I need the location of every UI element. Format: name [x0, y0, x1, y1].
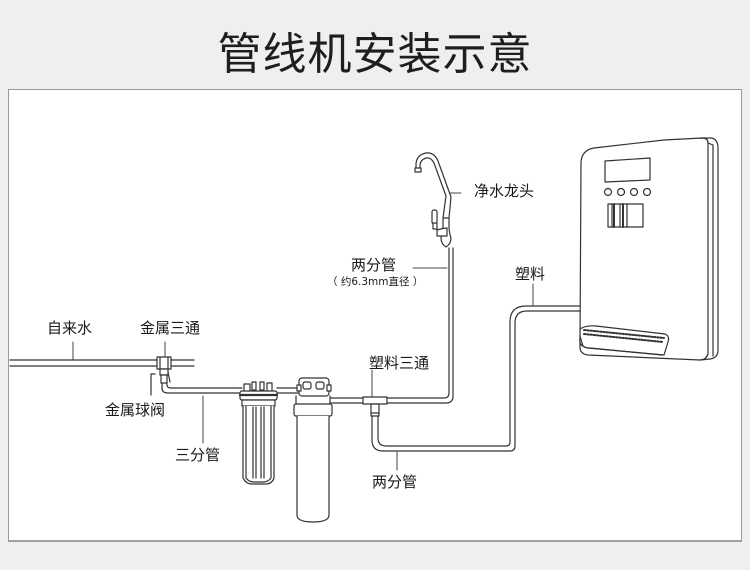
plastic-tee [362, 396, 388, 417]
label-tap-water: 自来水 [47, 319, 93, 337]
leader-lines [72, 192, 534, 471]
label-metal-tee: 金属三通 [140, 319, 201, 337]
label-quarter-pipe-diameter: （ 约6.3mm直径 ） [327, 276, 424, 288]
faucet [414, 152, 452, 248]
label-faucet: 净水龙头 [474, 182, 535, 200]
label-plastic-top: 塑料 [515, 265, 546, 283]
three-eighths-pipe [161, 382, 243, 394]
label-quarter-pipe-top: 两分管 [351, 256, 397, 274]
diagram-title: 管线机安装示意 [217, 29, 533, 80]
label-plastic-tee: 塑料三通 [369, 354, 430, 372]
label-quarter-pipe-bottom: 两分管 [372, 473, 418, 491]
faucet-supply-pipe [386, 247, 454, 404]
filter-housing-2 [293, 377, 333, 523]
label-metal-ball-valve: 金属球阀 [105, 401, 166, 419]
metal-ball-valve [150, 371, 171, 396]
dispenser-supply-pipe [371, 305, 581, 452]
outlet-pipe [330, 397, 366, 404]
filter-connector-pipe [276, 387, 299, 394]
metal-tee [156, 356, 172, 376]
label-three-eighths-pipe: 三分管 [175, 446, 221, 464]
filter-housing-1 [238, 381, 279, 485]
wall-dispenser [579, 137, 719, 361]
